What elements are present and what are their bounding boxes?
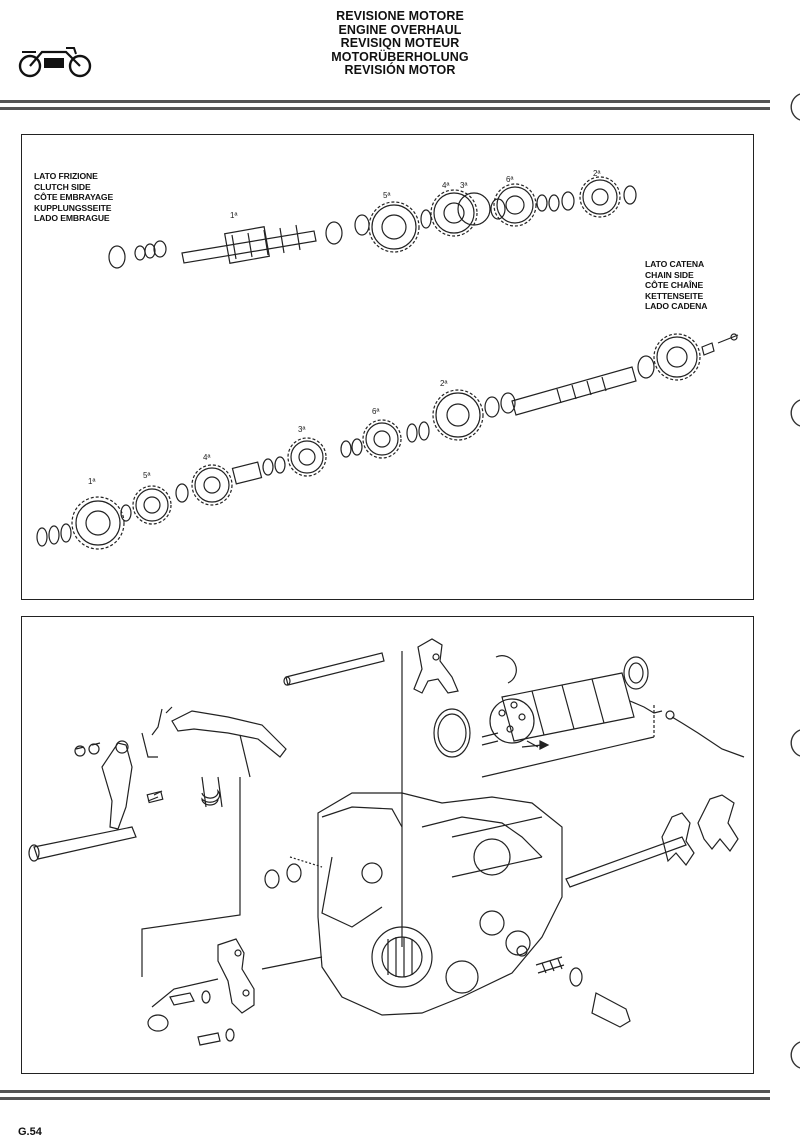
return-spring-icon: [201, 776, 223, 808]
lower-gear-5-icon: [132, 485, 172, 525]
page-title-en: ENGINE OVERHAUL: [338, 22, 462, 37]
chain-side-label-it: LATO CATENA: [645, 259, 705, 269]
clutch-side-label-de: KUPPLUNGSSEITE: [34, 202, 112, 213]
upper-shaft-icon: [108, 214, 370, 269]
upper-gear-2-icon: [579, 176, 621, 218]
clutch-side-label-it: LATO FRIZIONE: [34, 171, 98, 181]
binder-hole-icon: [790, 729, 800, 757]
lower-gear-1-icon: [71, 496, 125, 550]
footer-rule-bottom: [0, 1097, 770, 1100]
header-rule-bottom: [0, 107, 770, 110]
page-title-block: REVISIONE MOTORE ENGINE OVERHAUL REVISIQ…: [0, 9, 800, 78]
page-number: G.54: [18, 1126, 42, 1138]
detent-plunger-icon: [516, 945, 631, 1028]
selector-fork-icon: [413, 638, 459, 694]
lower-gear-6-icon: [362, 419, 402, 459]
lower-gear-label: 5ª: [143, 471, 151, 480]
header-rule-top: [0, 100, 770, 103]
upper-gear-5-icon: [368, 201, 420, 253]
chain-side-label-en: CHAIN SIDE: [645, 269, 694, 280]
upper-gear-6-icon: [493, 183, 537, 227]
page-title-de: MOTORÜBERHOLUNG: [331, 49, 469, 64]
binder-hole-icon: [790, 93, 800, 121]
gear-shift-shaft-icon: [28, 740, 137, 862]
lower-shaft-icon: [511, 333, 739, 416]
lower-gear-label: 2ª: [440, 379, 448, 388]
selector-plate-icon: [217, 938, 255, 1014]
upper-gear-label: 6ª: [506, 175, 514, 184]
lower-gear-3-icon: [287, 437, 327, 477]
binder-hole-icon: [790, 399, 800, 427]
clutch-side-label-fr: CÔTE EMBRAYAGE: [34, 192, 114, 203]
lower-gear-4-icon: [191, 464, 233, 506]
chain-side-label-fr: CÔTE CHAÎNE: [645, 280, 704, 291]
chain-side-label-es: LADO CADENA: [645, 301, 708, 312]
page-title-es: REVISIÓN MOTOR: [344, 63, 456, 77]
selector-assembly-panel: [21, 616, 754, 1074]
crankcase-icon: [317, 792, 563, 1016]
binder-hole-icon: [790, 1041, 800, 1069]
upper-gear-4-3-icon: [430, 189, 491, 237]
lower-gear-label: 6ª: [372, 407, 380, 416]
clutch-side-label-es: LADO EMBRAGUE: [34, 213, 110, 224]
page-title-it: REVISIONE MOTORE: [336, 9, 464, 23]
motorcycle-logo-icon: [18, 47, 92, 78]
gearbox-shafts-panel: 1ª 5ª 4ª 3ª 6ª 2ª 1ª 5ª 4ª 3ª 6ª 2ª LATO…: [21, 134, 754, 600]
upper-gear-label: 1ª: [230, 211, 238, 220]
lower-gear-label: 4ª: [203, 453, 211, 462]
gear-selector-lever-icon: [171, 710, 287, 778]
selector-drum-icon: [489, 672, 635, 744]
clutch-side-label: LATO FRIZIONE CLUTCH SIDE CÔTE EMBRAYAGE…: [34, 171, 113, 224]
upper-gear-label: 5ª: [383, 191, 391, 200]
selector-fork-right-icon: [661, 794, 739, 867]
chain-side-label: LATO CATENA CHAIN SIDE CÔTE CHAÎNE KETTE…: [645, 259, 708, 312]
lower-gear-label: 3ª: [298, 425, 306, 434]
lower-gear-2-icon: [432, 389, 484, 441]
page-title-fr: REVISIQN MOTEUR: [340, 36, 460, 50]
selector-rod-icon: [283, 652, 385, 686]
upper-gear-label: 3ª: [460, 181, 468, 190]
gearbox-shafts-illustration: [36, 176, 739, 550]
chain-side-label-de: KETTENSEITE: [645, 290, 704, 301]
lower-gear-label: 1ª: [88, 477, 96, 486]
clutch-side-label-en: CLUTCH SIDE: [34, 181, 91, 192]
upper-gear-label: 4ª: [442, 181, 450, 190]
upper-gear-label: 2ª: [593, 169, 601, 178]
footer-rule-top: [0, 1090, 770, 1093]
selector-assembly-illustration: [28, 638, 745, 1046]
